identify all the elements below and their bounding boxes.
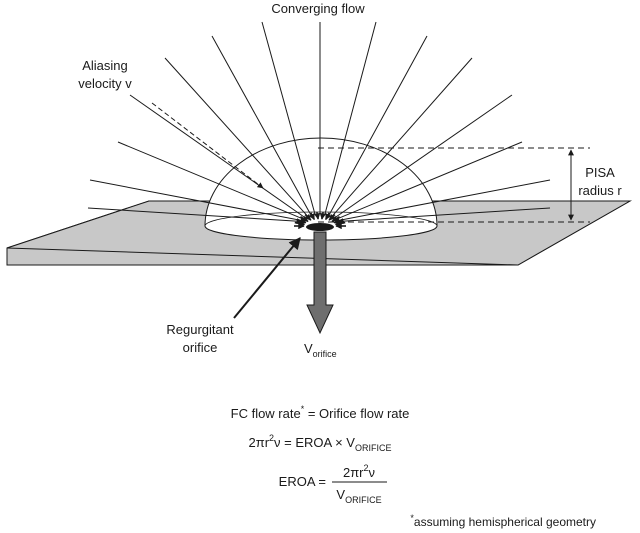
flow-line — [336, 141, 523, 220]
orifice-ring-arrow — [296, 217, 307, 224]
orifice-ring-arrow — [308, 212, 316, 221]
orifice-ring-arrow — [324, 212, 332, 221]
equation-eroa-denominator: VORIFICE — [336, 487, 381, 505]
flow-line — [164, 57, 308, 217]
aliasing-velocity-pointer — [151, 102, 264, 189]
equation-eroa-numerator: 2πr2ν — [343, 463, 375, 480]
footnote-geometry: *assuming hemispherical geometry — [410, 513, 596, 529]
flow-line — [211, 35, 312, 216]
flow-line — [328, 35, 428, 216]
aliasing-velocity-label-line2: velocity v — [78, 76, 132, 91]
orifice-ring-arrow — [319, 211, 327, 220]
flow-line — [129, 94, 306, 219]
flow-line — [89, 179, 303, 222]
regurgitant-orifice — [306, 223, 334, 231]
equation-eroa-product: 2πr2ν = EROA × VORIFICE — [249, 433, 392, 453]
orifice-ring-arrow — [313, 211, 321, 220]
v-orifice-label: Vorifice — [304, 341, 337, 359]
aliasing-velocity-label-line1: Aliasing — [82, 58, 128, 73]
pisa-radius-label-line2: radius r — [578, 183, 622, 198]
regurgitant-orifice-label-line1: Regurgitant — [166, 322, 234, 337]
converging-flow-label: Converging flow — [271, 1, 365, 16]
flow-line — [324, 21, 377, 215]
flow-line — [87, 207, 303, 225]
flow-line — [117, 141, 304, 220]
converging-flow-lines — [87, 21, 551, 225]
flow-line — [334, 94, 513, 219]
equation-flow-rate: FC flow rate* = Orifice flow rate — [231, 404, 410, 421]
equation-eroa-lhs: EROA = — [279, 474, 326, 489]
flow-line — [337, 179, 551, 222]
orifice-jet-arrow — [306, 231, 334, 335]
orifice-arrow-ring — [294, 211, 346, 230]
regurgitant-orifice-label-line2: orifice — [183, 340, 218, 355]
flow-line — [261, 21, 316, 215]
pisa-radius-dimension — [318, 147, 590, 223]
equation-eroa-fraction: EROA = 2πr2ν VORIFICE — [279, 463, 387, 505]
flow-line — [331, 57, 473, 217]
flow-line — [337, 207, 551, 225]
pisa-radius-label-line1: PISA — [585, 165, 615, 180]
regurgitant-orifice-pointer — [233, 237, 301, 319]
